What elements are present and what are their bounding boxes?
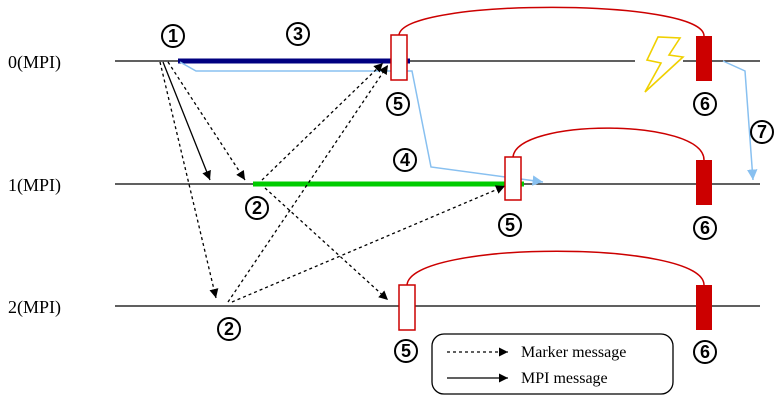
svg-text:6: 6	[700, 342, 710, 362]
svg-text:4: 4	[400, 150, 410, 170]
svg-text:6: 6	[700, 94, 710, 114]
svg-text:5: 5	[505, 215, 515, 235]
checkpoint-link-p2	[406, 250, 705, 286]
step-marker-1: 1	[161, 24, 185, 48]
svg-text:5: 5	[393, 94, 403, 114]
step-marker-5-p1: 5	[498, 213, 522, 237]
process-label-2: 2(MPI)	[8, 297, 61, 318]
svg-text:6: 6	[700, 218, 710, 238]
step-marker-2-p2: 2	[217, 317, 241, 341]
svg-text:5: 5	[401, 341, 411, 361]
checkpoint-start-p0	[390, 34, 408, 81]
checkpoint-link-p1	[512, 127, 705, 161]
step-marker-6-p0: 6	[693, 92, 717, 116]
checkpoint-commit-p1	[696, 160, 712, 205]
marker-arrow-p0-to-p1	[167, 61, 246, 181]
replay-path-p0-to-p1	[179, 61, 544, 186]
mpi-message-arrow	[162, 61, 211, 181]
marker-arrow-p1-to-p0	[261, 62, 384, 181]
step-marker-3: 3	[286, 22, 310, 46]
step-marker-5-p2: 5	[394, 339, 418, 363]
legend: Marker message MPI message	[431, 333, 674, 395]
process-label-1: 1(MPI)	[8, 175, 61, 196]
checkpoint-start-p1	[504, 156, 522, 201]
marker-arrow-p2-to-p1	[231, 185, 506, 303]
step-marker-6-p2: 6	[693, 340, 717, 364]
replay-path-p0-recovery	[722, 60, 758, 181]
svg-text:1: 1	[168, 26, 178, 46]
failure-lightning-icon	[644, 36, 685, 93]
step-marker-5-p0: 5	[386, 92, 410, 116]
legend-box	[431, 333, 674, 395]
checkpoint-commit-p2	[696, 285, 712, 330]
process-label-0: 0(MPI)	[8, 52, 61, 73]
svg-text:2: 2	[252, 198, 262, 218]
svg-text:7: 7	[757, 122, 767, 142]
svg-text:2: 2	[224, 319, 234, 339]
checkpoint-commit-p0	[696, 36, 712, 81]
svg-text:3: 3	[293, 24, 303, 44]
marker-arrow-p1-to-p2	[264, 187, 389, 301]
step-marker-4: 4	[393, 148, 417, 172]
marker-arrow-p0-to-p2	[159, 61, 219, 299]
checkpoint-start-p2	[398, 284, 416, 331]
legend-mpi-label: MPI message	[521, 370, 608, 387]
step-marker-2-p1: 2	[245, 196, 269, 220]
step-marker-7: 7	[750, 120, 774, 144]
checkpoint-link-p0	[398, 6, 705, 37]
step-marker-6-p1: 6	[693, 216, 717, 240]
legend-marker-label: Marker message	[521, 344, 626, 361]
